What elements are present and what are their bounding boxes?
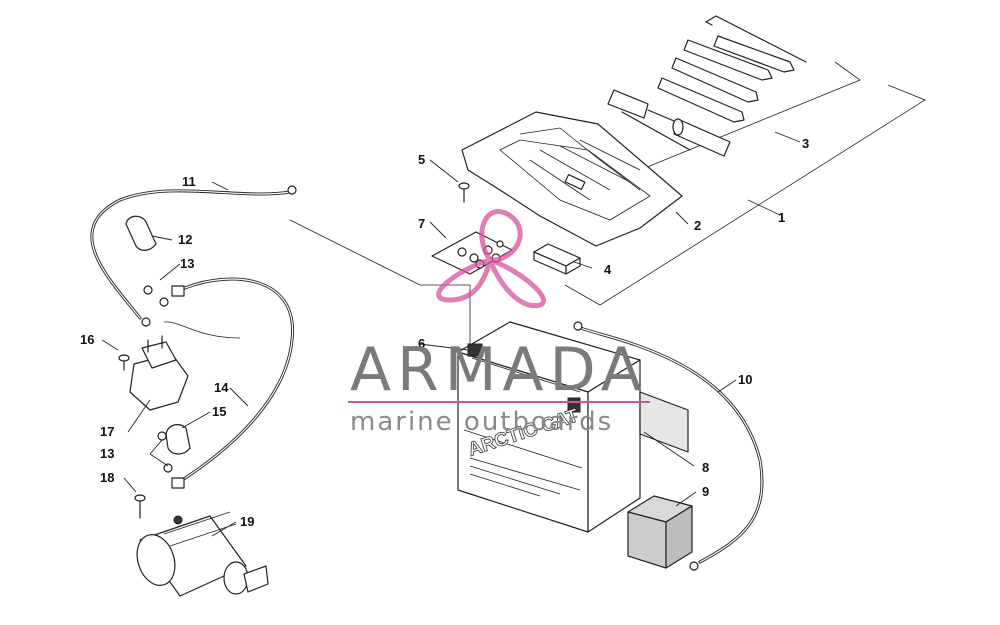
callout-5: 5 bbox=[418, 152, 425, 167]
callout-13-upper: 13 bbox=[180, 256, 194, 271]
starter-motor bbox=[136, 511, 269, 597]
callout-7: 7 bbox=[418, 216, 425, 231]
battery-sponge bbox=[627, 495, 693, 569]
callout-10: 10 bbox=[738, 372, 752, 387]
positive-cable bbox=[90, 185, 297, 327]
callout-3: 3 bbox=[802, 136, 809, 151]
callout-16: 16 bbox=[80, 332, 94, 347]
watermark: ARMADA marine outboards bbox=[348, 209, 650, 437]
callout-11: 11 bbox=[182, 174, 196, 189]
starter-solenoid bbox=[118, 321, 241, 411]
starter-cable bbox=[171, 277, 294, 489]
callout-9: 9 bbox=[702, 484, 709, 499]
propeller-logo-icon bbox=[436, 209, 546, 309]
battery: ARCTIC CAT bbox=[457, 321, 641, 533]
watermark-title: ARMADA bbox=[350, 335, 648, 405]
callout-4: 4 bbox=[604, 262, 612, 277]
callout-1: 1 bbox=[778, 210, 785, 225]
callout-labels: 1 2 3 4 5 6 7 8 9 10 11 12 13 13 14 15 1… bbox=[80, 136, 809, 529]
callout-2: 2 bbox=[694, 218, 701, 233]
negative-cable bbox=[573, 321, 764, 571]
callout-15: 15 bbox=[212, 404, 226, 419]
bolt-18 bbox=[134, 494, 146, 519]
callout-12: 12 bbox=[178, 232, 192, 247]
nuts-13 bbox=[143, 285, 173, 473]
callout-6: 6 bbox=[418, 336, 425, 351]
tool-kit bbox=[607, 15, 807, 157]
foam-pad bbox=[533, 243, 581, 275]
tool-tray bbox=[461, 111, 683, 247]
callout-13-lower: 13 bbox=[100, 446, 114, 461]
callout-17: 17 bbox=[100, 424, 114, 439]
callout-8: 8 bbox=[702, 460, 709, 475]
callout-18: 18 bbox=[100, 470, 114, 485]
terminal-boot-12 bbox=[125, 215, 157, 251]
callout-14: 14 bbox=[214, 380, 229, 395]
callout-19: 19 bbox=[240, 514, 254, 529]
terminal-boot-15 bbox=[165, 424, 191, 455]
screw-part-5 bbox=[458, 182, 470, 203]
watermark-subtitle: marine outboards bbox=[350, 407, 613, 437]
